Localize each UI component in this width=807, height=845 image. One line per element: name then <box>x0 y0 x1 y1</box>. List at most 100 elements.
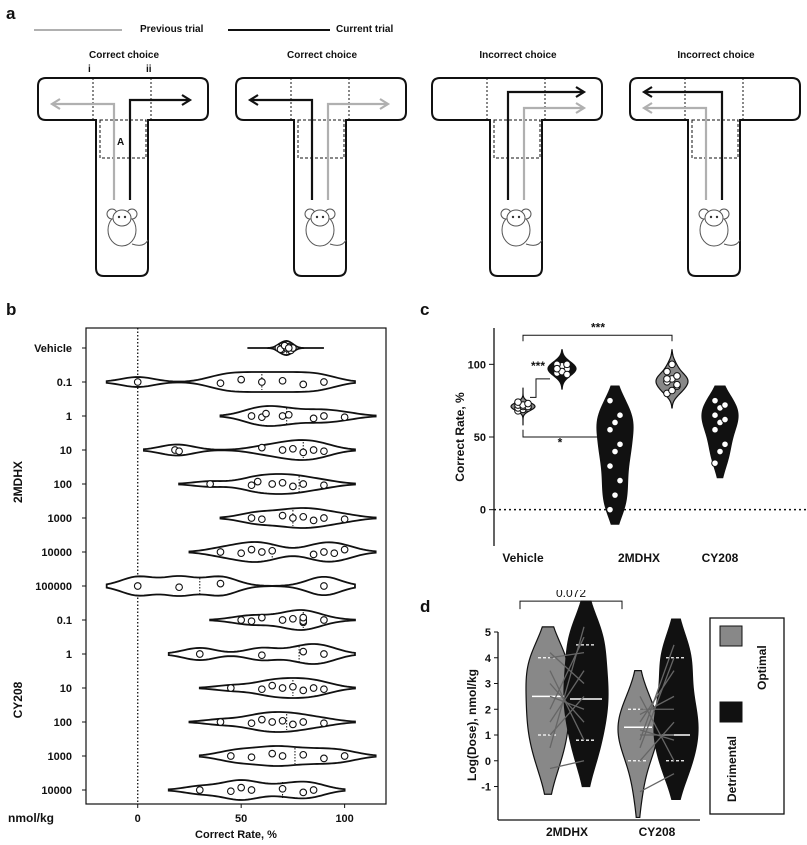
plot-frame <box>85 327 387 805</box>
data-point <box>299 788 308 797</box>
mouse-eye-left <box>117 215 121 219</box>
significance-bracket <box>522 334 673 342</box>
data-point <box>278 784 287 793</box>
data-point <box>278 716 287 725</box>
decision-zone-box <box>493 119 541 159</box>
data-point <box>673 380 681 389</box>
data-point <box>711 396 719 405</box>
mouse-eye-left <box>511 215 515 219</box>
data-point <box>289 682 297 691</box>
data-point <box>299 380 308 389</box>
legend-label-optimal: Optimal <box>755 645 769 690</box>
violin-optimal <box>653 618 699 800</box>
data-point <box>320 719 328 728</box>
significance-label: *** <box>531 359 545 373</box>
y-tick-label: 1 <box>485 730 491 742</box>
data-point <box>616 476 624 485</box>
data-point <box>284 410 293 419</box>
paired-line <box>549 626 585 749</box>
mouse-icon <box>106 208 149 247</box>
current-trial-path-arrowhead <box>181 94 193 106</box>
row-label: 1000 <box>48 751 72 763</box>
arm-label-i: i <box>88 64 91 75</box>
data-point <box>216 579 225 588</box>
data-point <box>226 787 235 796</box>
data-point <box>309 550 318 559</box>
data-point <box>309 446 318 454</box>
data-point <box>237 549 246 558</box>
row-label: 0.1 <box>57 615 72 627</box>
data-point <box>206 480 214 488</box>
violin-outline <box>167 779 346 801</box>
previous-trial-path <box>522 106 584 200</box>
decision-zone-box <box>99 119 147 159</box>
paired-line <box>549 670 585 723</box>
panel-a-letter: a <box>6 4 16 23</box>
data-point <box>237 375 246 384</box>
mouse-icon <box>698 208 741 247</box>
data-point <box>673 372 681 380</box>
y-axis-label: Correct Rate, % <box>453 392 467 482</box>
data-point <box>216 379 225 388</box>
data-point <box>716 447 724 456</box>
violin-outline <box>105 371 356 393</box>
data-point <box>606 425 614 434</box>
y-tick-label: 0 <box>480 505 486 517</box>
significance-label: *** <box>591 320 605 334</box>
t-maze-3 <box>431 77 603 277</box>
y-axis-label: Log(Dose), nmol/kg <box>465 669 479 781</box>
row-label: 100 <box>54 479 72 491</box>
data-point <box>611 491 619 499</box>
data-point <box>721 440 729 449</box>
mouse-head <box>704 209 724 227</box>
x-tick-label: 100 <box>335 813 353 825</box>
paired-line <box>549 760 585 770</box>
data-point <box>247 514 256 522</box>
data-point <box>289 514 297 522</box>
mouse-eye-right <box>517 215 521 219</box>
significance-bracket <box>530 378 550 398</box>
previous-trial-path <box>644 106 708 200</box>
t-maze-panel <box>34 29 801 277</box>
data-point <box>563 370 571 379</box>
row-label: 0.1 <box>57 377 72 389</box>
mouse-eye-right <box>715 215 719 219</box>
violin-detrimental <box>617 670 659 819</box>
data-point <box>663 375 671 383</box>
data-point <box>258 378 266 386</box>
data-point <box>226 752 235 760</box>
data-point <box>340 752 349 760</box>
data-point <box>309 684 318 692</box>
data-point <box>216 548 225 556</box>
previous-trial-path-arrowhead <box>641 102 653 114</box>
data-point <box>278 511 287 520</box>
paired-line <box>639 670 675 723</box>
data-point <box>299 512 308 521</box>
data-point <box>247 412 256 420</box>
data-point <box>268 681 277 690</box>
row-label: 1 <box>66 649 72 661</box>
data-point <box>606 462 614 470</box>
data-point <box>175 447 183 456</box>
mouse-eye-left <box>315 215 319 219</box>
data-point <box>237 616 246 624</box>
significance-label: * <box>558 435 563 449</box>
violin-outline <box>105 575 356 597</box>
t-maze-outline <box>629 77 801 277</box>
row-label: 10 <box>60 445 72 457</box>
y-tick-label: 2 <box>485 704 491 716</box>
category-label: 2MDHX <box>546 825 588 839</box>
data-point <box>278 616 287 624</box>
data-point <box>524 399 532 408</box>
row-label: Vehicle <box>34 343 72 355</box>
legend-label-detrimental: Detrimental <box>725 736 739 802</box>
data-point <box>133 378 142 386</box>
data-point <box>320 582 328 590</box>
data-point <box>309 786 318 794</box>
y-tick-label: 5 <box>485 627 491 639</box>
data-point <box>606 396 614 405</box>
mouse-head <box>506 209 526 227</box>
row-label: 10 <box>60 683 72 695</box>
current-trial-path <box>128 98 190 200</box>
data-point <box>226 684 235 692</box>
